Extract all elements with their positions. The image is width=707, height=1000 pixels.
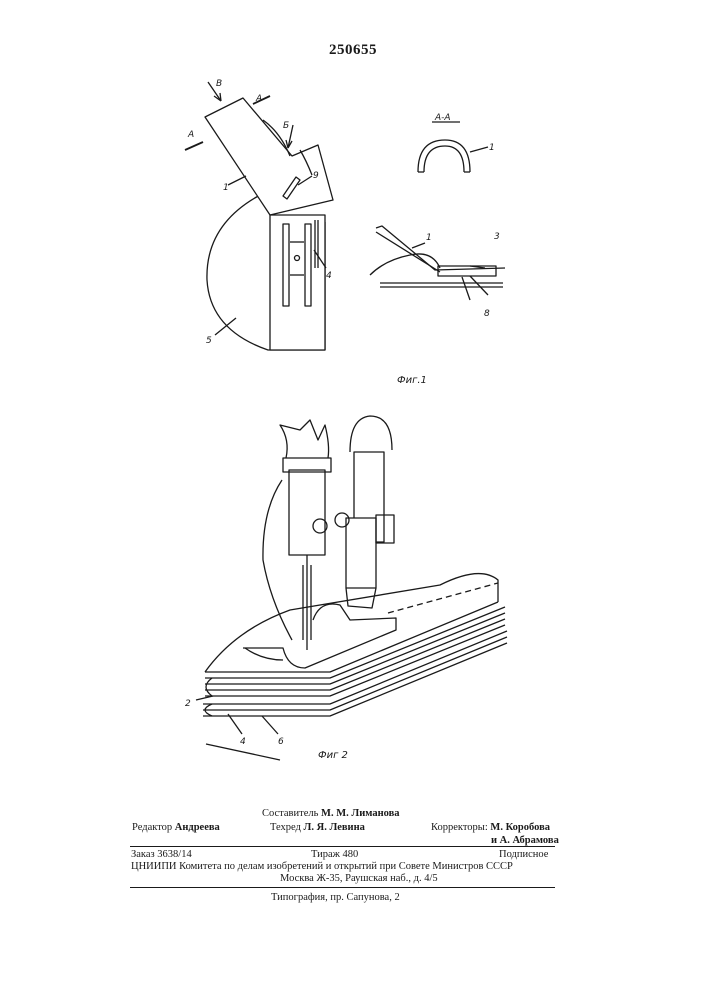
editor-name: Андреева [175,822,220,833]
correctors-line: Корректоры: М. Коробова [431,822,550,834]
fig1-side-label-3: 3 [494,232,500,242]
patent-drawings: В А А Б 1 9 4 5 А-А 1 1 3 8 Фиг.1 2 4 6 … [0,0,707,800]
fig2-label-6: 6 [278,737,284,747]
fig1-side-label-8: 8 [484,309,490,319]
fig1-side-view [370,226,505,300]
address-text: Москва Ж-35, Раушская наб., д. 4/5 [280,873,438,885]
compiler-line: Составитель М. М. Лиманова [262,808,400,820]
fig1-section-label-1: 1 [489,143,495,153]
fig1-section-title: А-А [434,113,451,123]
fig1-label-4: 4 [326,271,332,281]
circulation-text: Тираж 480 [311,849,358,861]
fig1-label-b: Б [283,121,289,131]
order-text: Заказ 3638/14 [131,849,192,861]
compiler-name: М. М. Лиманова [321,808,399,819]
organization-text: ЦНИИПИ Комитета по делам изобретений и о… [131,861,513,873]
fig2-label-4: 4 [240,737,246,747]
correctors-label: Корректоры: [431,822,488,833]
corrector-1: М. Коробова [490,822,550,833]
fig1-label-5: 5 [206,336,212,346]
fig1-label-a-left: А [187,130,194,140]
techred-label: Техред [270,822,301,833]
fig1-section-a-a [418,122,488,172]
fig1-caption: Фиг.1 [397,375,427,386]
fig2-caption: Фиг 2 [318,750,348,761]
compiler-label: Составитель [262,808,318,819]
techred-line: Техред Л. Я. Левина [270,822,365,834]
editor-label: Редактор [132,822,172,833]
imprint-divider-top [130,846,555,847]
fig1-label-a-top: А [255,94,262,104]
printing-house-text: Типография, пр. Сапунова, 2 [271,892,400,904]
fig1-label-v: В [216,79,222,89]
techred-name: Л. Я. Левина [304,822,365,833]
fig1-label-9: 9 [313,171,319,181]
corrector-2: и А. Абрамова [491,835,559,846]
fig1-main-view [185,82,333,350]
subscription-text: Подписное [499,849,548,861]
fig2-label-2: 2 [185,699,191,709]
fig1-side-label-1: 1 [426,233,432,243]
imprint-divider-bottom [130,887,555,888]
fig2-perspective-view [196,416,507,760]
fig1-label-1: 1 [223,183,229,193]
editor-line: Редактор Андреева [132,822,220,834]
